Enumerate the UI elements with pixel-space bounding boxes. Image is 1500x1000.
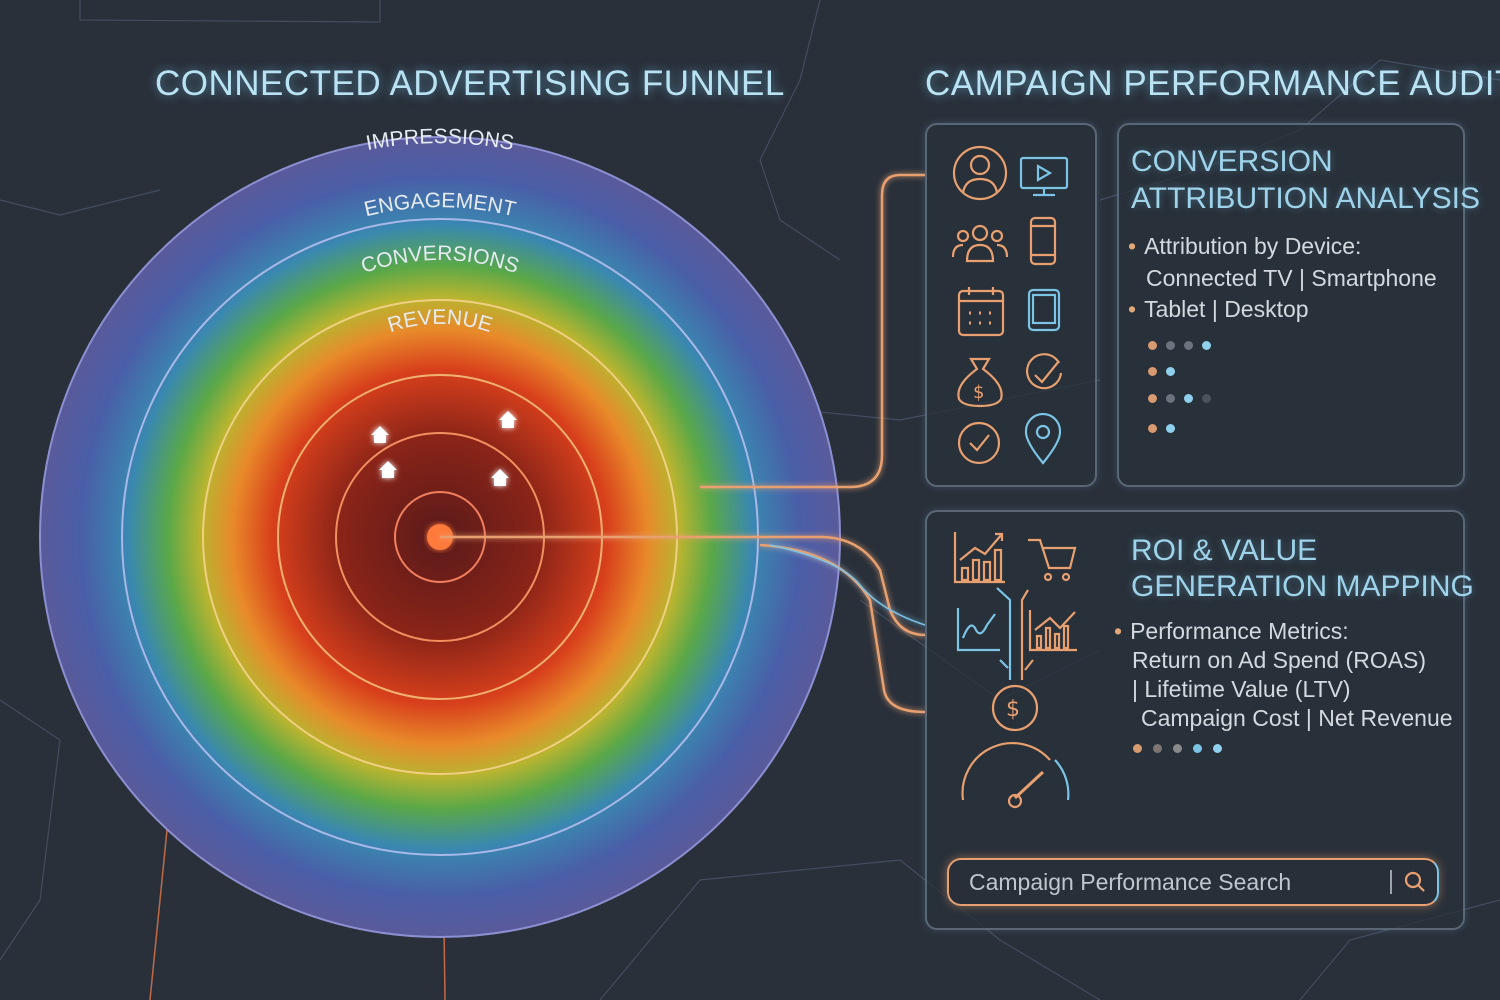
dollar-coin-icon: $ [991,684,1039,732]
campaign-search-input[interactable] [967,866,1371,898]
check-circle-icon [957,421,1001,465]
attribution-line: •Attribution by Device: [1128,233,1362,259]
svg-text:$: $ [973,382,984,403]
svg-text:$: $ [1006,697,1020,722]
attribution-line: Connected TV | Smartphone [1146,265,1437,291]
home-icon [379,461,397,478]
connector-center [440,535,926,637]
attribution-text: Attribution by Device: [1144,233,1362,259]
roi-line: Return on Ad Spend (ROAS) [1132,647,1427,673]
gauge-arc [1054,759,1070,801]
roi-title-line2: GENERATION MAPPING [1131,570,1474,603]
audit-title: CAMPAIGN PERFORMANCE AUDIT [925,64,1500,103]
roi-title-line1: ROI & VALUE [1131,534,1318,567]
indicator-dots [1148,367,1175,376]
funnel-title: CONNECTED ADVERTISING FUNNEL [155,64,785,103]
home-icon [371,426,389,443]
search-divider [1390,870,1392,894]
smartphone-icon [1029,216,1057,266]
indicator-dots [1148,341,1211,350]
check-circle-icon [1026,353,1063,390]
attribution-title-line1: CONVERSION [1131,145,1333,178]
gauge-icon [961,742,1051,809]
user-icon [952,145,1008,201]
roi-icons: $ [953,532,1077,809]
campaign-search-box[interactable] [947,858,1439,906]
indicator-dots [1133,744,1222,753]
channel-icons-panel [925,123,1097,487]
roi-text: Performance Metrics: [1130,618,1349,644]
attribution-text: Tablet | Desktop [1144,296,1309,322]
roi-line: •Performance Metrics: [1114,618,1349,644]
group-icon [951,224,1009,263]
tablet-icon [1027,288,1061,332]
flow-line [1020,589,1034,680]
roi-line: Campaign Cost | Net Revenue [1141,705,1453,731]
home-icon [499,411,517,428]
search-icon[interactable] [1401,868,1429,896]
indicator-dots [1148,424,1175,433]
location-pin-icon [1024,412,1062,465]
bar-chart-icon [1028,610,1077,652]
connector-blue [769,544,926,626]
attribution-panel [1117,123,1465,487]
roi-line: | Lifetime Value (LTV) [1132,676,1351,702]
ring-impressions [39,136,841,938]
tv-play-icon [1019,156,1069,197]
shopping-cart-icon [1028,538,1077,582]
bar-chart-growth-icon [953,532,1005,584]
attribution-title-line2: ATTRIBUTION ANALYSIS [1131,182,1480,215]
home-icon [491,469,509,486]
connector-roi [759,543,926,714]
channel-icons: $ [951,145,1069,465]
attribution-line: •Tablet | Desktop [1128,296,1309,322]
money-bag-icon: $ [957,357,1003,408]
flow-line [996,587,1012,680]
line-chart-icon [956,608,1000,652]
calendar-icon [957,287,1005,337]
connector-attribution [700,173,925,489]
indicator-dots [1148,394,1211,403]
